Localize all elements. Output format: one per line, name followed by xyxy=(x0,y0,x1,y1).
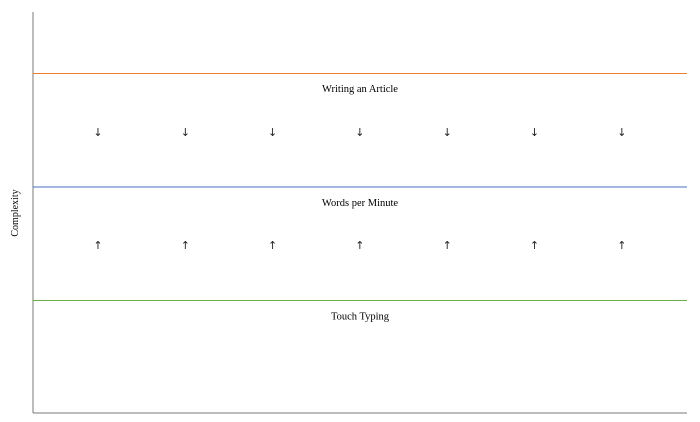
axes: Complexity xyxy=(10,12,687,414)
arrow-up-icon: ↑ xyxy=(355,239,364,252)
level-writing-an-article: Writing an Article xyxy=(33,72,687,95)
arrow-up-icon: ↑ xyxy=(93,239,102,252)
arrow-up-icon: ↑ xyxy=(617,239,626,252)
arrow-up-icon: ↑ xyxy=(530,239,539,252)
arrow-up-icon: ↑ xyxy=(268,239,277,252)
level-touch-typing: Touch Typing xyxy=(33,299,687,323)
arrow-down-icon: ↓ xyxy=(443,126,452,139)
arrow-row-down: ↓ ↓ ↓ ↓ ↓ ↓ ↓ xyxy=(93,126,626,139)
y-axis-label: Complexity xyxy=(10,189,21,236)
arrow-up-icon: ↑ xyxy=(443,239,452,252)
level-label-writing-an-article: Writing an Article xyxy=(322,84,398,95)
arrow-down-icon: ↓ xyxy=(181,126,190,139)
arrow-down-icon: ↓ xyxy=(355,126,364,139)
arrow-down-icon: ↓ xyxy=(530,126,539,139)
arrow-down-icon: ↓ xyxy=(268,126,277,139)
arrow-row-up: ↑ ↑ ↑ ↑ ↑ ↑ ↑ xyxy=(93,239,626,252)
arrow-down-icon: ↓ xyxy=(617,126,626,139)
level-label-words-per-minute: Words per Minute xyxy=(322,198,398,209)
arrow-up-icon: ↑ xyxy=(181,239,190,252)
arrow-down-icon: ↓ xyxy=(93,126,102,139)
level-label-touch-typing: Touch Typing xyxy=(331,312,390,323)
level-words-per-minute: Words per Minute xyxy=(33,186,687,209)
